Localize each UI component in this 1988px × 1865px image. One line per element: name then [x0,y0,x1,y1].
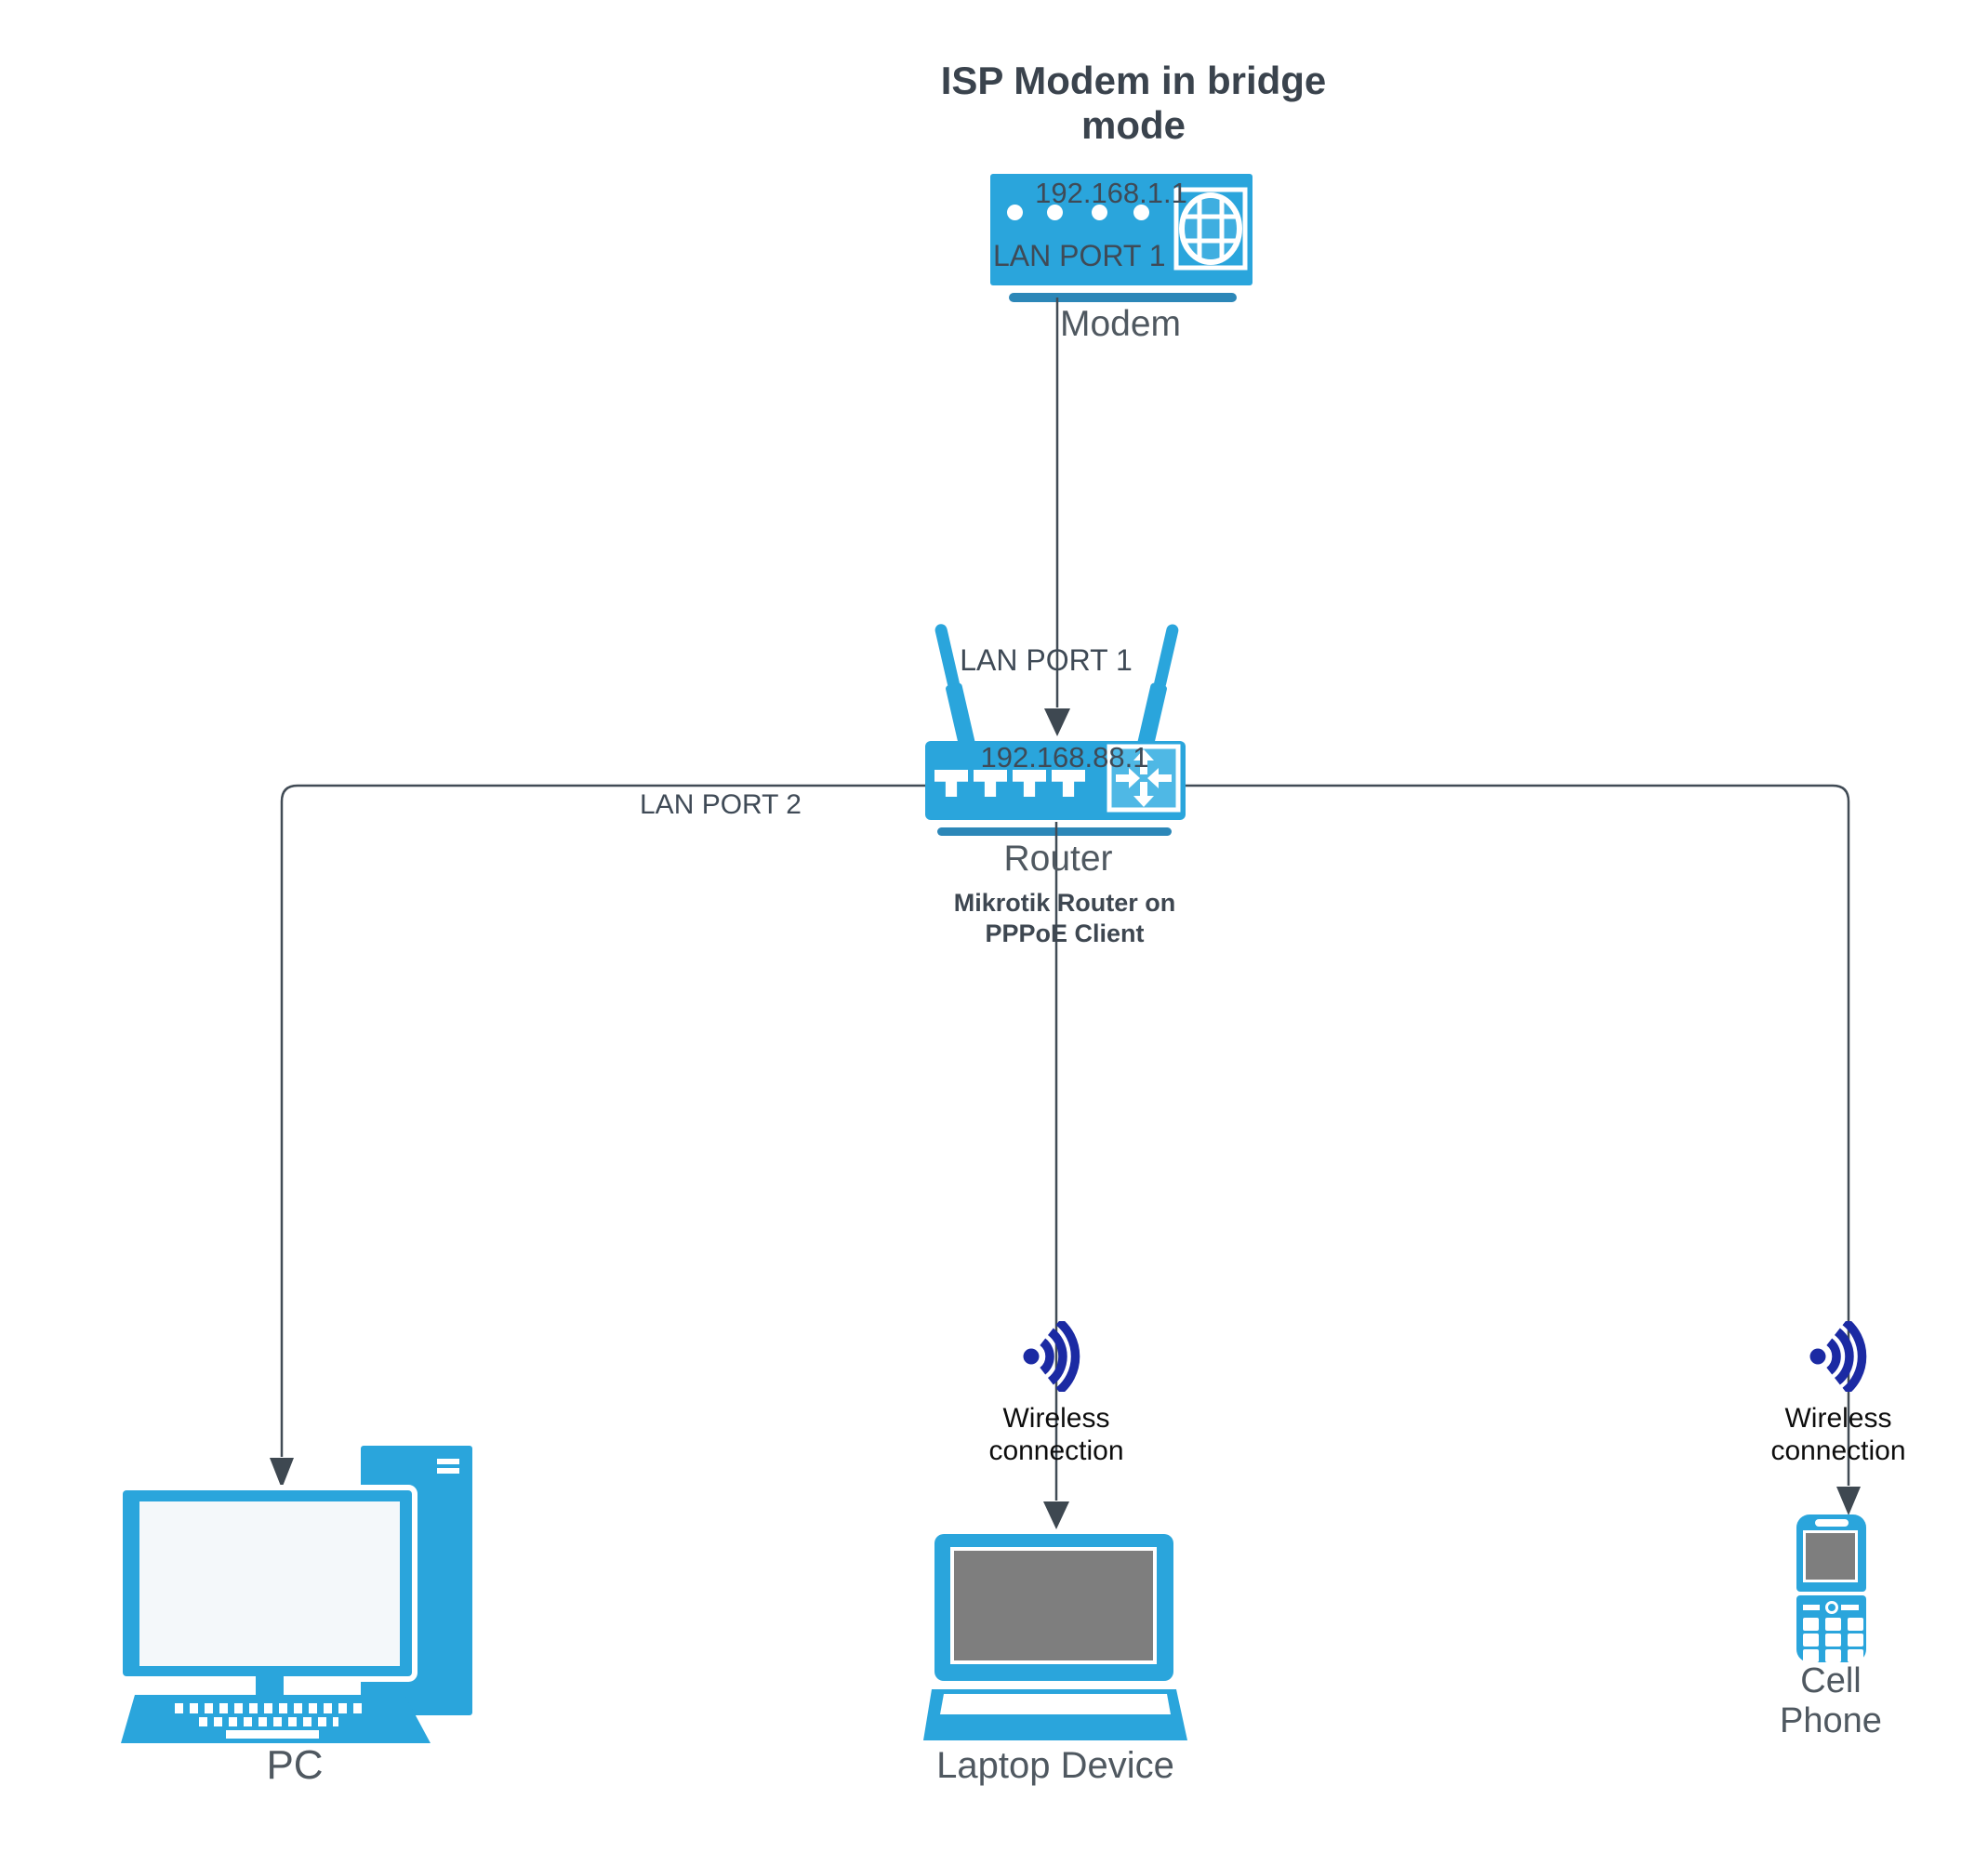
pc-tower-vent-1 [437,1459,459,1464]
diagram-title: ISP Modem in bridge mode [940,59,1327,148]
phone-key [1825,1649,1841,1662]
router-arrows-icon [1107,744,1181,813]
phone-speaker [1815,1519,1849,1527]
phone-screen [1803,1530,1858,1582]
globe-icon [1173,187,1248,271]
arrowhead-pc [270,1458,294,1488]
phone-key [1803,1618,1819,1631]
phone-key [1848,1649,1863,1662]
pc-keyboard-row-2 [199,1717,338,1726]
router-ip-label: 192.168.88.1 [980,741,1149,774]
wireless-connection-label-laptop: Wireless connection [988,1403,1124,1467]
laptop-screen [950,1547,1157,1664]
modem-label: Modem [1059,304,1182,344]
wifi-icon-laptop [1023,1321,1080,1392]
modem-led-1 [1007,205,1023,220]
modem-port-label: LAN PORT 1 [993,239,1166,272]
modem-led-3 [1092,205,1107,220]
arrowhead-laptop [1043,1501,1069,1529]
phone-key [1848,1634,1863,1647]
phone-softkey-right [1841,1605,1859,1610]
router-sublabel: Mikrotik Router on PPPoE Client [953,889,1176,947]
phone-key [1825,1634,1841,1647]
router-wan-port-label: LAN PORT 1 [960,643,1133,677]
wireless-connection-label-phone: Wireless connection [1770,1403,1906,1467]
modem-base-bar [1009,293,1237,302]
laptop-base-inset [940,1694,1171,1714]
pc-keyboard-row-1 [175,1703,363,1713]
modem-led-2 [1047,205,1063,220]
pc-tower-vent-2 [437,1468,459,1474]
phone-softkey-left [1803,1605,1820,1610]
router-base-bar [937,827,1172,836]
modem-led-4 [1133,205,1149,220]
pc-spacebar [226,1730,319,1739]
laptop-label: Laptop Device [936,1745,1174,1786]
arrowhead-router [1044,708,1070,736]
phone-key [1848,1618,1863,1631]
phone-key [1825,1618,1841,1631]
phone-key [1803,1634,1819,1647]
connector-router-phone [1186,784,1850,1486]
pc-screen [139,1501,400,1666]
phone-nav-ring [1825,1601,1838,1614]
pc-label: PC [266,1742,324,1788]
modem-ip-label: 192.168.1.1 [1035,177,1187,209]
wifi-icon-phone [1809,1321,1867,1392]
phone-label: Cell Phone [1780,1661,1882,1740]
pc-stand [256,1676,284,1695]
phone-key [1803,1649,1819,1662]
router-label: Router [1003,839,1113,879]
connector-router-pc [280,784,925,1457]
arrowhead-phone [1836,1487,1861,1515]
lan-port-2-label: LAN PORT 2 [640,789,802,820]
